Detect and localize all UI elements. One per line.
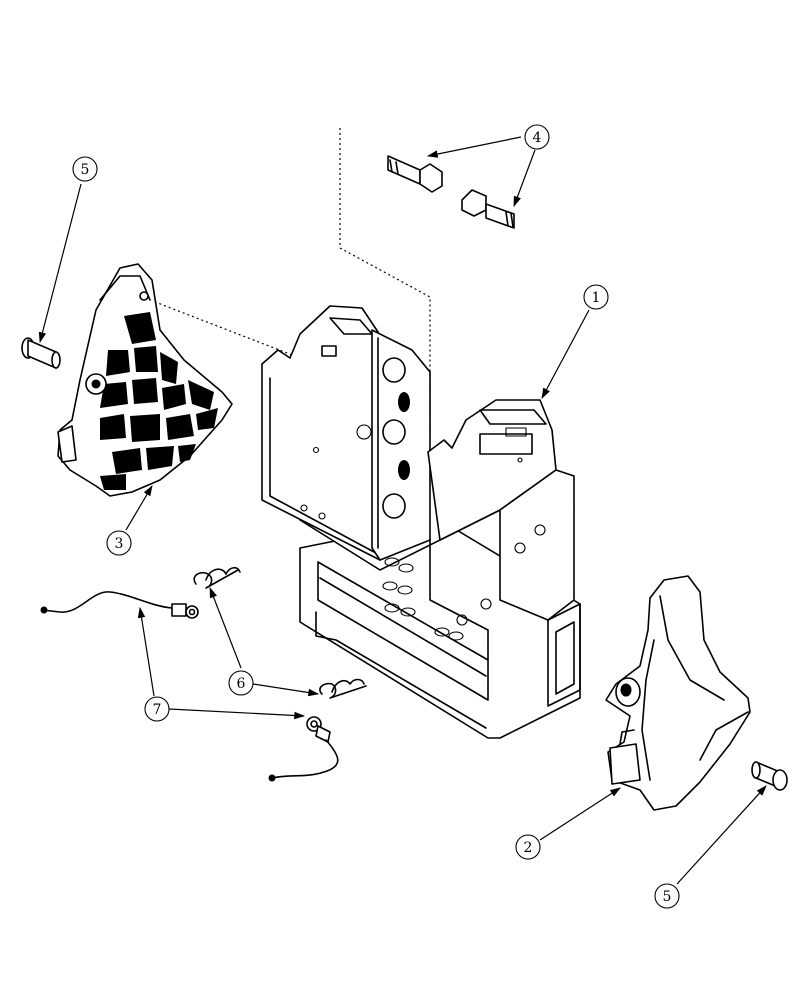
hair-pin-clip-upper — [193, 566, 241, 589]
callout-label-3: 3 — [115, 536, 124, 552]
callout-3: 3 — [106, 530, 132, 556]
left-ribbed-bracket-part — [57, 263, 233, 497]
callout-label-5-right: 5 — [663, 889, 672, 905]
hair-pin-clip-lower — [319, 678, 367, 699]
callout-label-6: 6 — [237, 676, 246, 692]
right-cover-plate-part — [605, 575, 751, 811]
callout-label-2: 2 — [524, 840, 533, 856]
callout-label-4: 4 — [533, 130, 542, 146]
callout-5-left: 5 — [72, 156, 98, 182]
pin-part-left — [21, 337, 61, 369]
callout-4: 4 — [524, 124, 550, 150]
callout-label-5-left: 5 — [81, 162, 90, 178]
callout-5-right: 5 — [654, 883, 680, 909]
callout-label-1: 1 — [592, 290, 601, 306]
bolt-part-upper — [387, 155, 443, 193]
lanyard-cable-upper — [40, 591, 199, 619]
pin-part-right — [751, 761, 788, 791]
callout-label-7: 7 — [153, 702, 162, 718]
callout-1: 1 — [583, 284, 609, 310]
main-bracket-part — [261, 305, 581, 739]
callout-7: 7 — [144, 696, 170, 722]
callout-6: 6 — [228, 670, 254, 696]
lanyard-cable-lower — [268, 716, 339, 782]
callout-2: 2 — [515, 834, 541, 860]
bolt-part-lower — [461, 189, 515, 229]
leader-lines — [38, 136, 767, 885]
assembly-dotted-lines — [149, 128, 431, 440]
